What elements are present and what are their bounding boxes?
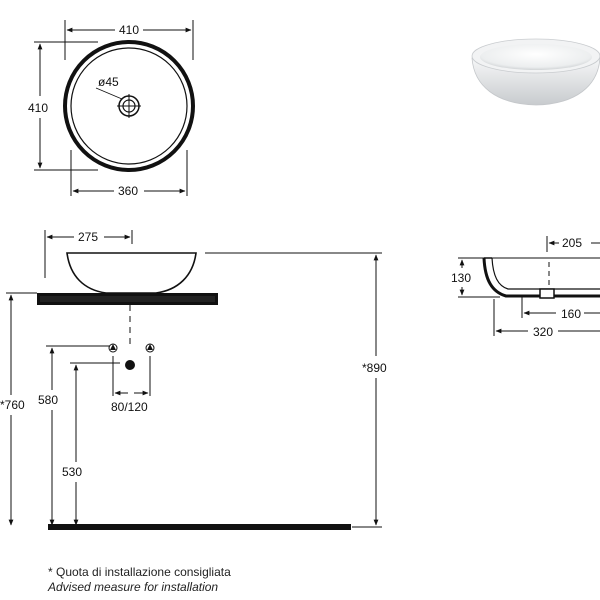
counter-height-label: *760	[0, 398, 25, 412]
footnote-english: Advised measure for installation	[48, 580, 219, 594]
inner-diameter-label: 360	[118, 184, 138, 198]
outlet-height-label: 580	[38, 393, 58, 407]
supply-height-label: 530	[62, 465, 82, 479]
installation-view: 275 *890 *760 580 530	[0, 230, 387, 530]
top-width-label: 410	[119, 23, 139, 37]
basin-section-profile	[482, 257, 600, 298]
section-view: 205 130 160 320	[451, 236, 600, 339]
footnote-italian: * Quota di installazione consigliata	[48, 565, 231, 579]
section-inner-width-label: 205	[562, 236, 582, 250]
floor-line	[48, 524, 351, 530]
water-supply-icon	[145, 343, 155, 353]
basin-inner-edge	[70, 47, 188, 165]
installation-height-label: *890	[362, 361, 387, 375]
top-depth-label: 410	[28, 101, 48, 115]
section-base-width-label: 160	[561, 307, 581, 321]
supply-spacing-label: 80/120	[111, 400, 148, 414]
section-height-label: 130	[451, 271, 471, 285]
section-outer-width-label: 320	[533, 325, 553, 339]
basin-photo	[471, 38, 600, 106]
vessel-basin-profile	[66, 252, 197, 294]
drain-outlet-icon	[125, 360, 135, 370]
drain-diameter-label: ø45	[98, 75, 119, 89]
top-view: ø45 410 410 360	[28, 20, 195, 198]
bowl-width-label: 275	[78, 230, 98, 244]
basin-outer-rim	[63, 40, 195, 172]
water-supply-icon	[108, 343, 118, 353]
